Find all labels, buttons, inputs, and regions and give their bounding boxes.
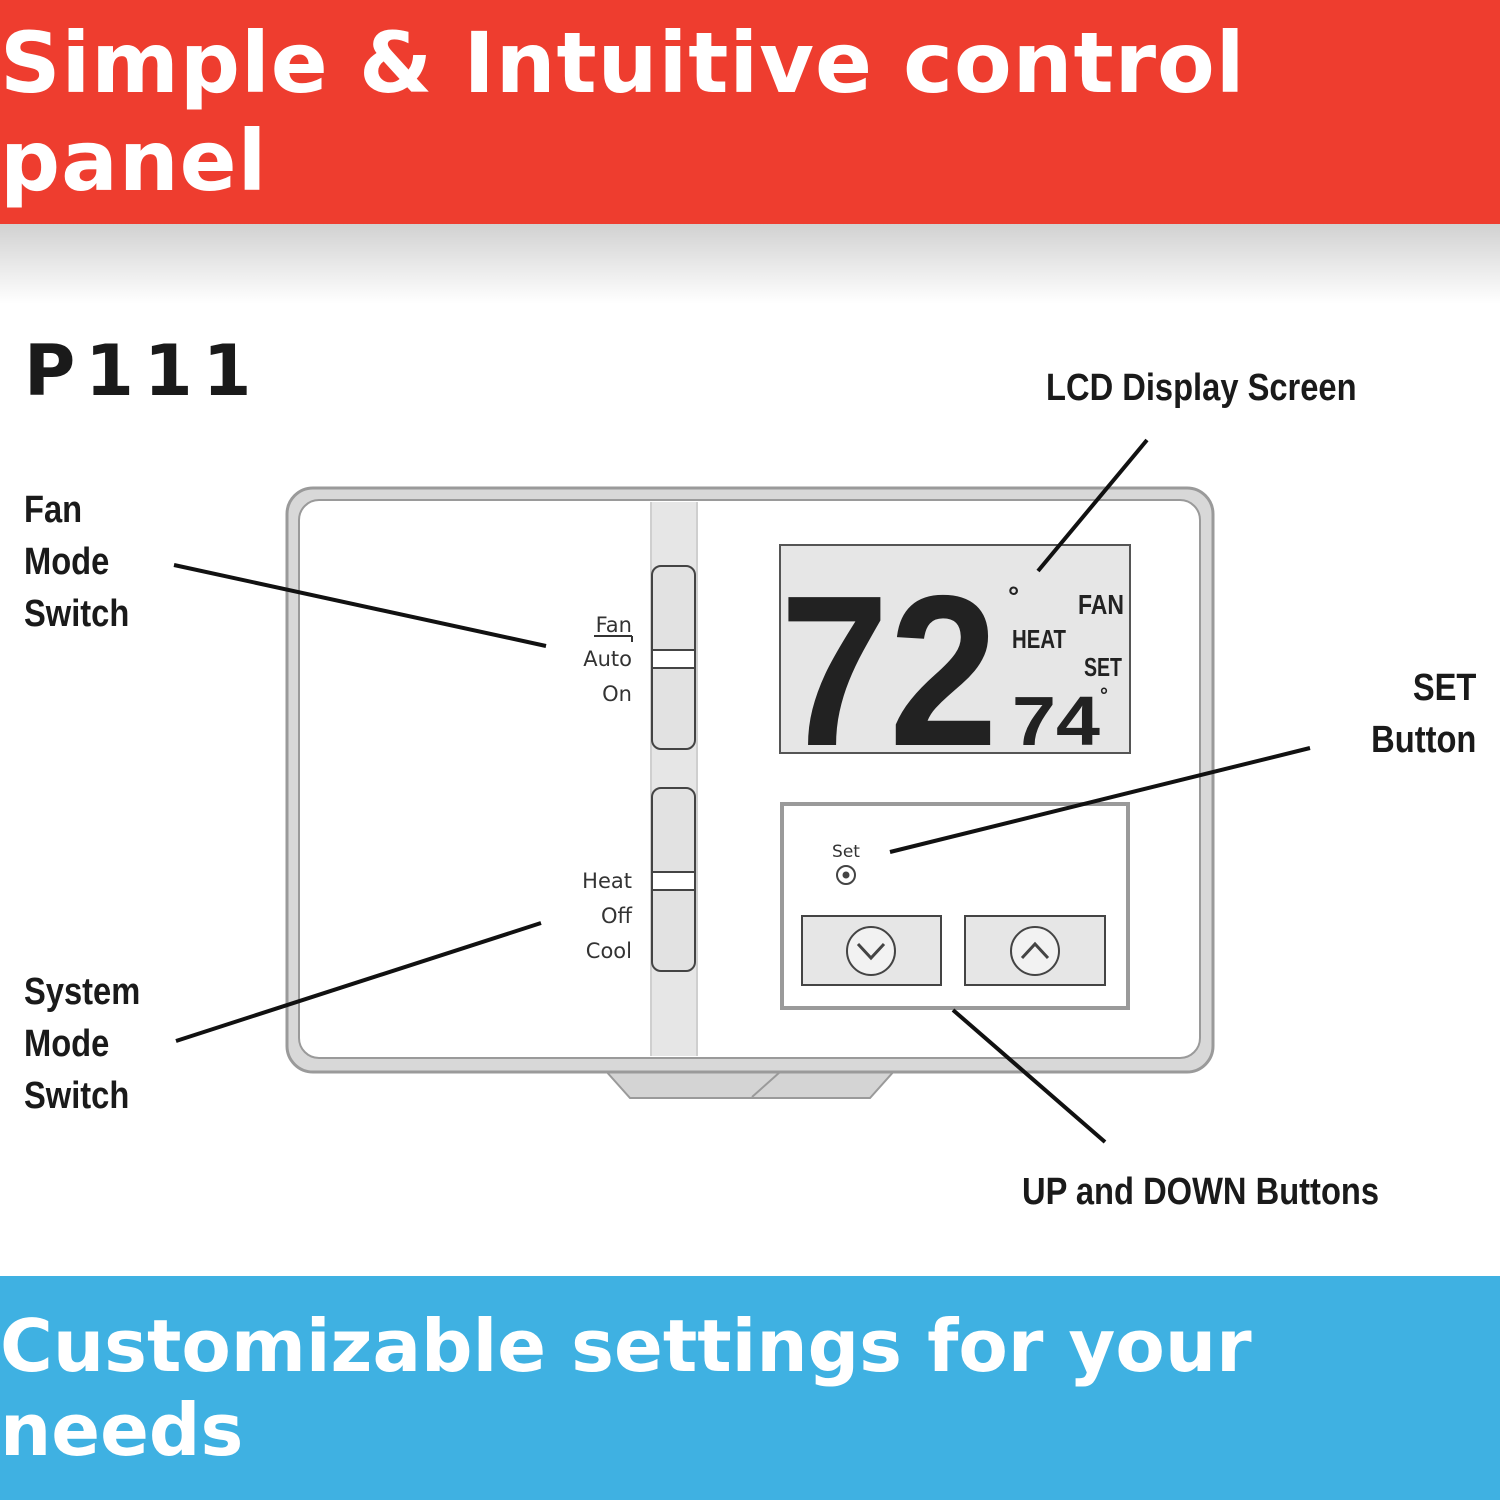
callout-fan-line2: Mode <box>24 541 110 583</box>
callout-sys-line3: Switch <box>24 1075 130 1117</box>
callout-sys-line1: System <box>24 971 141 1013</box>
callout-lcd-display: LCD Display Screen <box>1046 367 1357 409</box>
system-option-heat: Heat <box>582 869 632 893</box>
callout-set-line1: SET <box>1412 667 1476 709</box>
callout-fan-line3: Switch <box>24 593 130 635</box>
chevron-up-icon <box>1010 926 1060 976</box>
callout-up-down-buttons: UP and DOWN Buttons <box>1022 1171 1380 1213</box>
chevron-down-icon <box>846 926 896 976</box>
top-banner-text: Simple & Intuitive control panel <box>0 14 1246 210</box>
bottom-banner-text: Customizable settings for your needs <box>0 1304 1252 1472</box>
lcd-screen <box>779 544 1131 754</box>
down-button[interactable] <box>801 915 942 986</box>
lcd-temperature: 72 <box>780 550 998 791</box>
callout-fan-mode-switch: Fan Mode Switch <box>24 484 129 640</box>
fan-switch-slider[interactable] <box>651 649 696 669</box>
system-option-off: Off <box>601 904 633 928</box>
thermostat-base <box>602 1069 898 1099</box>
lcd-setpoint: 74 <box>1012 682 1100 760</box>
model-name: P111 <box>24 330 262 412</box>
base-divider <box>751 1071 781 1098</box>
system-option-cool: Cool <box>586 939 632 963</box>
lcd-setpoint-degree: ° <box>1100 685 1108 707</box>
fan-switch-title: Fan <box>596 613 632 637</box>
lcd-fan: FAN <box>1078 589 1124 620</box>
set-button-label: Set <box>832 842 860 862</box>
fan-option-auto: Auto <box>583 647 632 671</box>
callout-fan-line1: Fan <box>24 489 83 531</box>
system-switch-slider[interactable] <box>651 871 696 891</box>
lcd-display: 72 ° HEAT FAN SET 74 ° <box>779 544 1131 791</box>
banner-shadow <box>0 224 1500 304</box>
fan-option-on: On <box>602 682 632 706</box>
callout-sys-line2: Mode <box>24 1023 110 1065</box>
fan-mode-switch[interactable] <box>651 565 696 750</box>
lcd-set-label: SET <box>1084 652 1122 682</box>
system-mode-switch[interactable] <box>651 787 696 972</box>
callout-system-mode-switch: System Mode Switch <box>24 966 140 1122</box>
lcd-degree: ° <box>1008 581 1019 612</box>
up-button[interactable] <box>964 915 1106 986</box>
callout-set-line2: Button <box>1370 719 1476 761</box>
callout-set-button: SET Button <box>1371 662 1476 766</box>
lcd-mode: HEAT <box>1012 624 1066 654</box>
top-banner: Simple & Intuitive control panel <box>0 0 1500 224</box>
set-button[interactable] <box>836 865 856 885</box>
set-button-dot <box>842 871 850 879</box>
bottom-banner: Customizable settings for your needs <box>0 1276 1500 1500</box>
